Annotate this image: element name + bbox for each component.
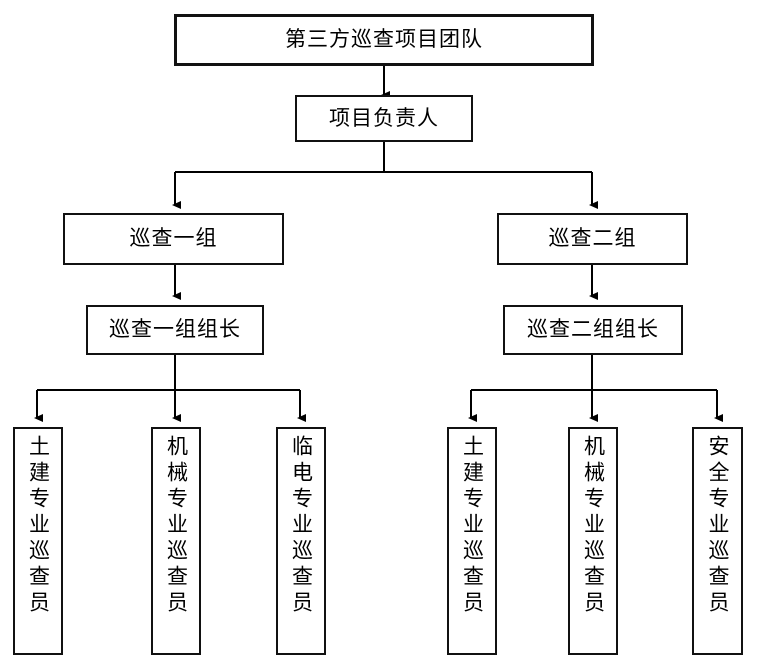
node-g1-civil-inspector-label: 土建专业巡查员	[26, 435, 51, 617]
node-g1-temp-power-inspector[interactable]: 临电专业巡查员	[276, 427, 326, 655]
node-project-manager[interactable]: 项目负责人	[295, 95, 473, 142]
node-inspection-group-2-label: 巡查二组	[548, 226, 637, 251]
node-group-2-leader[interactable]: 巡查二组组长	[503, 305, 683, 355]
node-g2-civil-inspector[interactable]: 土建专业巡查员	[447, 427, 497, 655]
node-inspection-group-1-label: 巡查一组	[129, 226, 218, 251]
node-g2-safety-inspector[interactable]: 安全专业巡查员	[692, 427, 743, 655]
node-g1-mechanical-inspector-label: 机械专业巡查员	[164, 435, 189, 617]
node-g1-mechanical-inspector[interactable]: 机械专业巡查员	[151, 427, 201, 655]
node-group-1-leader[interactable]: 巡查一组组长	[86, 305, 264, 355]
node-group-1-leader-label: 巡查一组组长	[109, 317, 241, 342]
node-root[interactable]: 第三方巡查项目团队	[174, 14, 594, 66]
node-project-manager-label: 项目负责人	[329, 105, 439, 130]
node-g2-safety-inspector-label: 安全专业巡查员	[706, 435, 730, 617]
node-g1-temp-power-inspector-label: 临电专业巡查员	[289, 435, 314, 617]
node-g2-civil-inspector-label: 土建专业巡查员	[460, 435, 485, 617]
node-inspection-group-2[interactable]: 巡查二组	[497, 213, 688, 265]
node-g1-civil-inspector[interactable]: 土建专业巡查员	[13, 427, 63, 655]
node-g2-mechanical-inspector[interactable]: 机械专业巡查员	[568, 427, 618, 655]
node-inspection-group-1[interactable]: 巡查一组	[63, 213, 284, 265]
node-g2-mechanical-inspector-label: 机械专业巡查员	[581, 435, 606, 617]
node-group-2-leader-label: 巡查二组组长	[527, 317, 659, 342]
node-root-label: 第三方巡查项目团队	[285, 27, 483, 52]
